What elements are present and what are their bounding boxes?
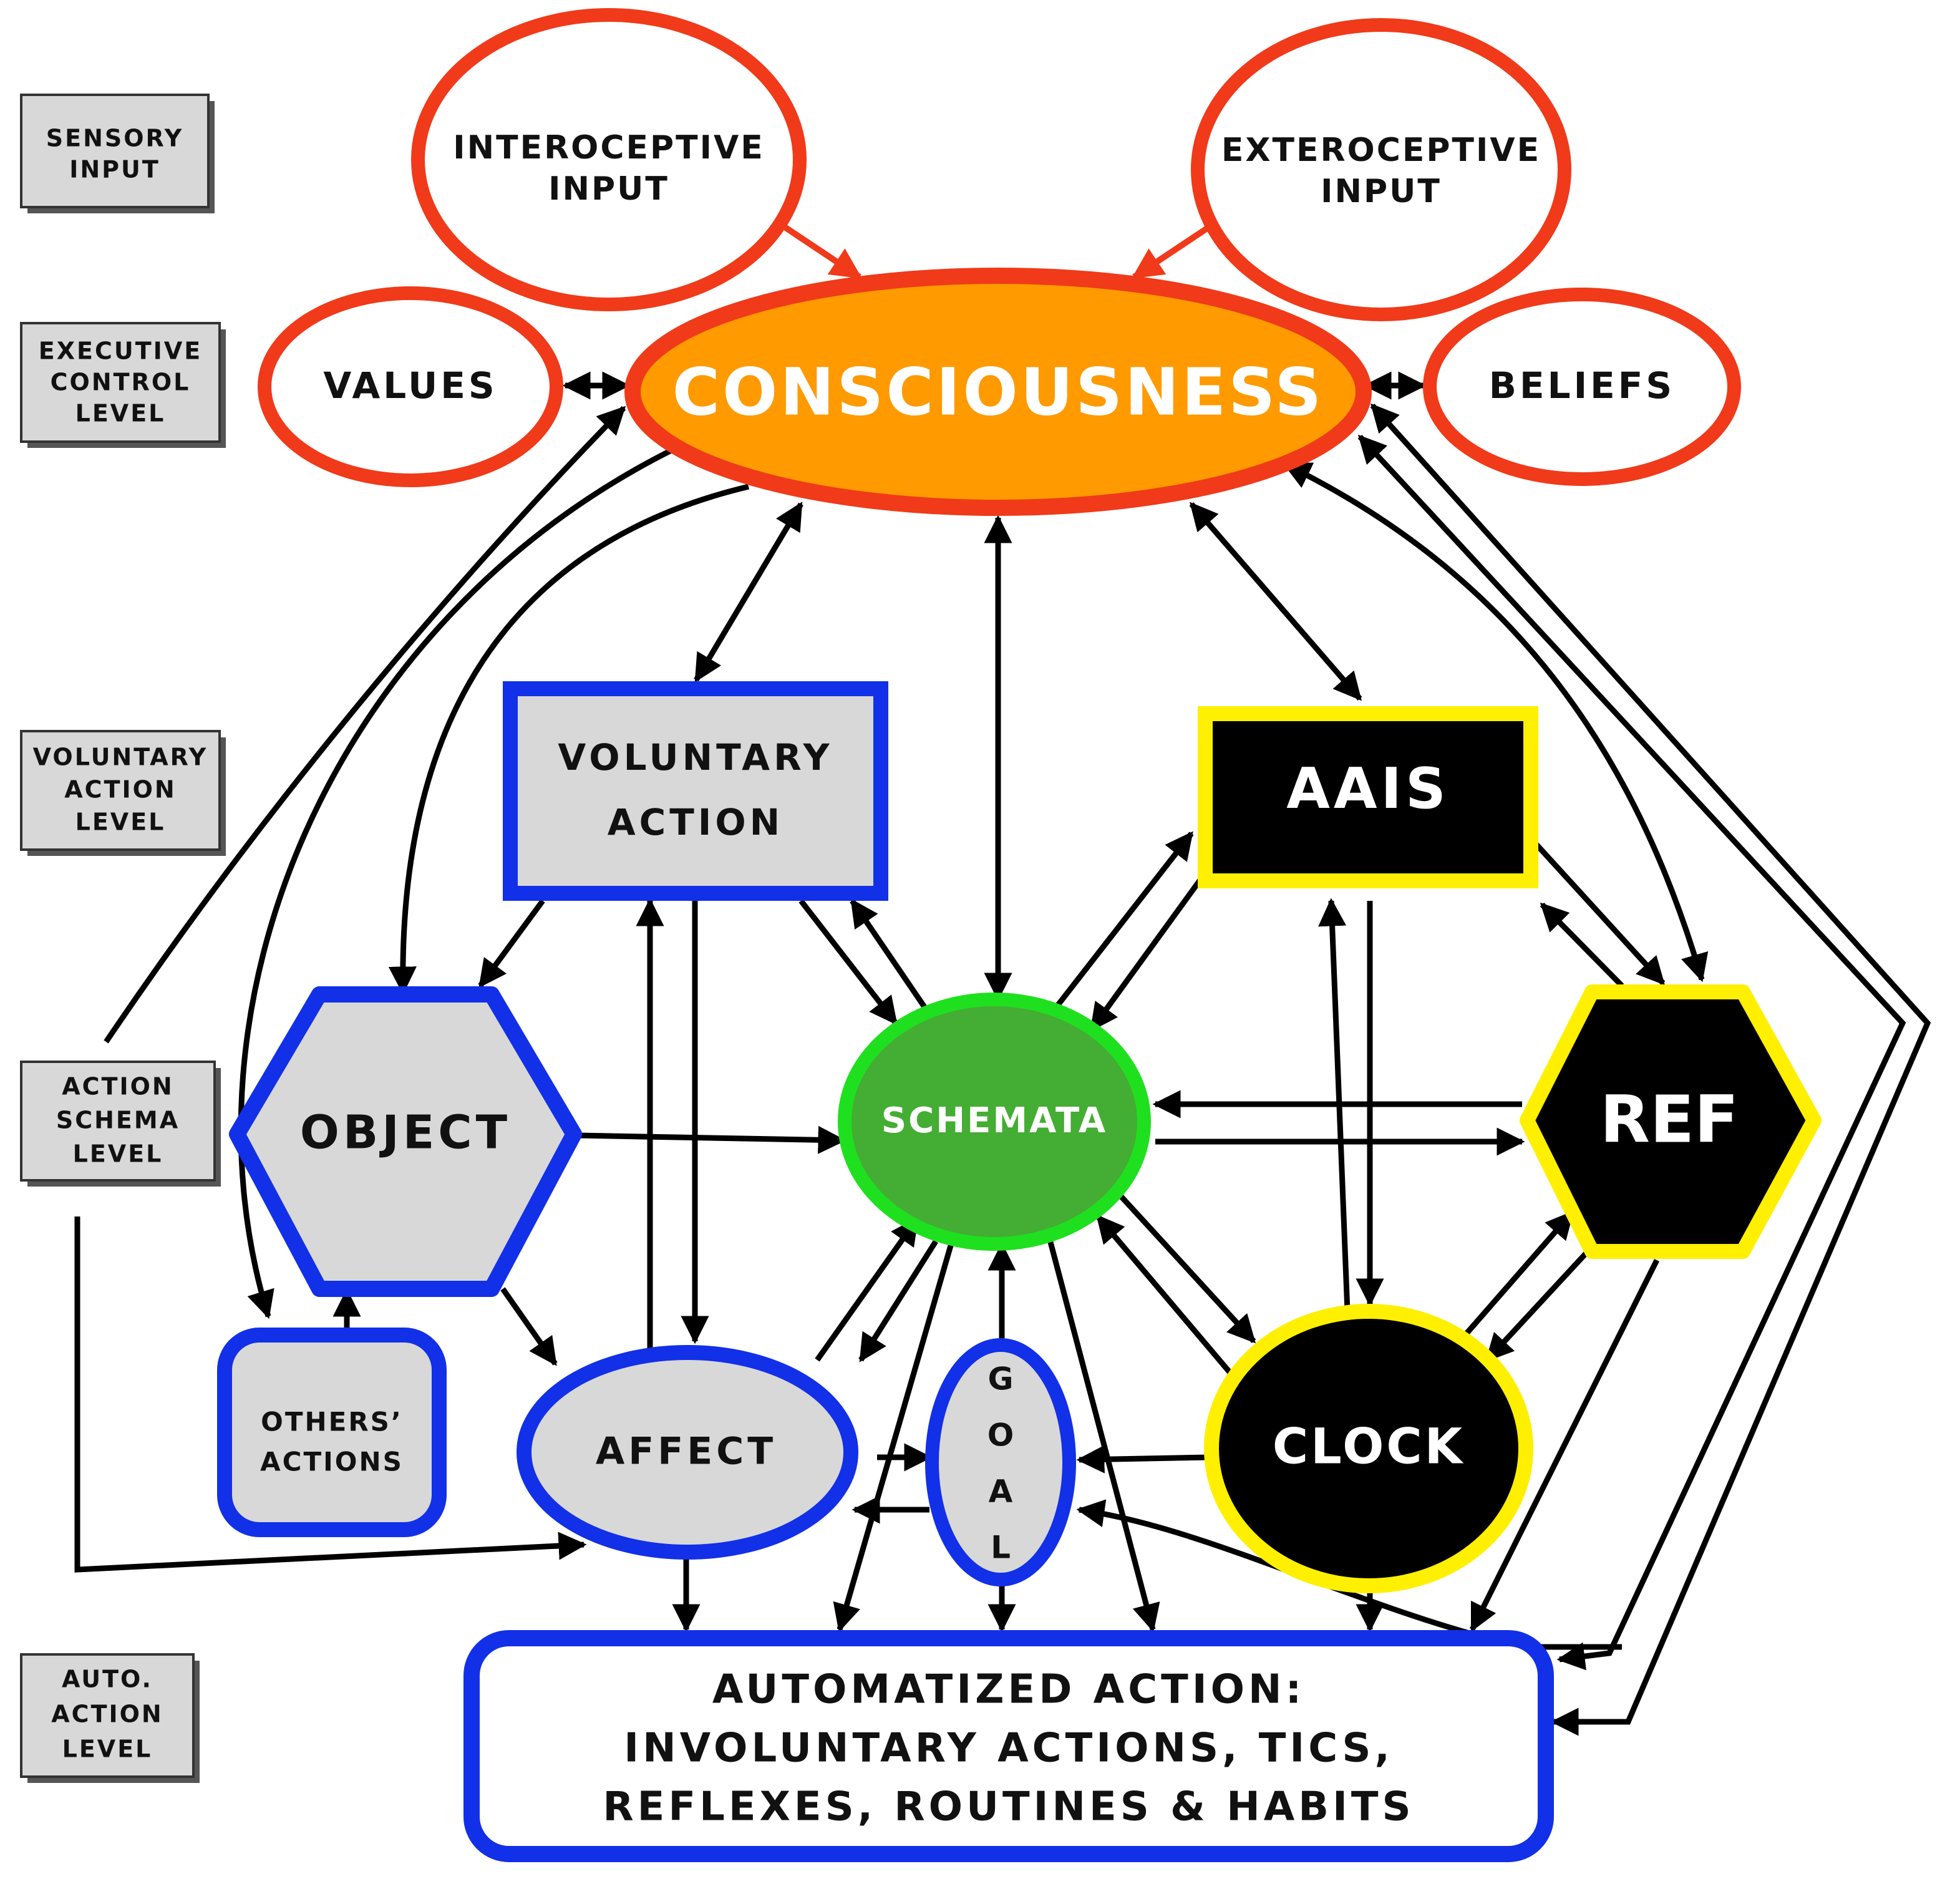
level-label-sensory-input: SENSORY INPUT [20, 94, 215, 213]
arrow-object-schemata [577, 1125, 847, 1154]
exteroceptive-input-node: EXTEROCEPTIVE INPUT [1191, 18, 1571, 321]
arrow-ref-automatized [1469, 1258, 1660, 1633]
object-node: OBJECT [229, 986, 582, 1297]
interoceptive-line1: INTEROCEPTIVE [453, 129, 764, 167]
arrow-consciousness-automatized-2 [1370, 403, 1931, 1736]
exteroceptive-line2: INPUT [1321, 173, 1442, 210]
values-label: VALUES [323, 364, 497, 407]
arrow-aais-ref [1530, 837, 1666, 986]
level-label-auto-action: AUTO. ACTION LEVEL [20, 1653, 200, 1783]
level-voluntary-line3: LEVEL [75, 808, 166, 836]
ref-node: REF [1520, 984, 1822, 1259]
level-label-action-schema: ACTION SCHEMA LEVEL [20, 1061, 221, 1187]
level-auto-line2: ACTION [51, 1701, 163, 1728]
clock-label: CLOCK [1273, 1419, 1465, 1475]
arrow-aais-schemata [1089, 859, 1216, 1032]
consciousness-label: CONSCIOUSNESS [672, 354, 1324, 430]
schemata-label: SCHEMATA [881, 1100, 1107, 1141]
arrow-schema-level-affect [74, 1216, 587, 1573]
arrow-consciousness-automatized [1357, 434, 1906, 1671]
clock-node: CLOCK [1204, 1304, 1533, 1593]
arrow-schemata-automatized-left [833, 1231, 958, 1633]
object-label: OBJECT [300, 1106, 511, 1160]
values-node: VALUES [258, 286, 563, 487]
arrow-consciousness-object [388, 483, 750, 995]
level-executive-line1: EXECUTIVE [39, 337, 202, 365]
others-actions-line1: OTHERS’ [261, 1407, 403, 1437]
affect-label: AFFECT [596, 1430, 777, 1474]
aais-node: AAIS [1198, 706, 1538, 888]
automatized-line3: REFLEXES, ROUTINES & HABITS [603, 1784, 1414, 1830]
level-sensory-line2: INPUT [69, 156, 160, 183]
goal-letter-o: O [987, 1417, 1014, 1454]
level-auto-line1: AUTO. [62, 1666, 153, 1693]
arrow-schema-level-consciousness [104, 405, 626, 1044]
level-schema-line2: SCHEMA [56, 1107, 180, 1134]
beliefs-node: BELIEFS [1423, 288, 1741, 486]
automatized-line2: INVOLUNTARY ACTIONS, TICS, [624, 1726, 1394, 1772]
arrow-affect-schemata [815, 1216, 919, 1362]
connectors [74, 224, 1931, 1736]
ref-label: REF [1600, 1081, 1739, 1157]
level-auto-line3: LEVEL [62, 1736, 153, 1763]
arrow-ref-clock [1485, 1239, 1599, 1362]
goal-node: G O A L [925, 1338, 1076, 1586]
level-schema-line1: ACTION [62, 1073, 173, 1100]
automatized-line1: AUTOMATIZED ACTION: [712, 1667, 1305, 1713]
arrow-clock-goal [1076, 1445, 1211, 1474]
level-voluntary-line2: ACTION [64, 776, 176, 804]
arrow-schemata-affect [858, 1240, 938, 1362]
automatized-action-node: AUTOMATIZED ACTION: INVOLUNTARY ACTIONS,… [463, 1630, 1554, 1862]
goal-letter-g: G [987, 1361, 1013, 1397]
affect-node: AFFECT [517, 1345, 858, 1560]
beliefs-label: BELIEFS [1489, 364, 1675, 407]
voluntary-action-line2: ACTION [608, 801, 784, 843]
interoceptive-line2: INPUT [548, 170, 669, 208]
level-label-voluntary-action: VOLUNTARY ACTION LEVEL [20, 730, 226, 856]
interoceptive-input-node: INTEROCEPTIVE INPUT [411, 8, 807, 311]
level-sensory-line1: SENSORY [46, 125, 184, 152]
others-actions-line2: ACTIONS [260, 1447, 404, 1477]
exteroceptive-line1: EXTEROCEPTIVE [1221, 132, 1541, 169]
arrow-ref-aais [1540, 902, 1624, 988]
level-voluntary-line1: VOLUNTARY [33, 744, 208, 771]
arrow-clock-schemata [1095, 1214, 1238, 1381]
arrow-consciousness-aais [1189, 502, 1362, 701]
schemata-node: SCHEMATA [838, 993, 1151, 1251]
arrow-consciousness-others [238, 446, 676, 1319]
goal-letter-l: L [991, 1530, 1011, 1566]
arrow-schemata-automatized-right [1045, 1231, 1160, 1633]
goal-letter-a: A [989, 1474, 1013, 1510]
arrow-schemata-voluntary [850, 898, 929, 1012]
arrow-schemata-aais [1053, 831, 1194, 1010]
level-executive-line3: LEVEL [75, 400, 166, 427]
arrow-schemata-clock [1114, 1189, 1256, 1344]
arrow-clock-ref [1457, 1210, 1574, 1343]
arrow-exteroceptive-consciousness [1131, 224, 1211, 280]
arrow-consciousness-voluntary [694, 502, 803, 682]
level-schema-line3: LEVEL [73, 1140, 163, 1168]
arrow-interoceptive-consciousness [783, 224, 863, 280]
aais-label: AAIS [1286, 756, 1450, 822]
others-actions-node: OTHERS’ ACTIONS [217, 1328, 447, 1537]
arrow-voluntary-object [478, 899, 545, 988]
consciousness-node: CONSCIOUSNESS [624, 268, 1372, 516]
voluntary-action-node: VOLUNTARY ACTION [503, 681, 888, 901]
level-label-executive-control: EXECUTIVE CONTROL LEVEL [20, 322, 226, 448]
level-executive-line2: CONTROL [51, 369, 191, 396]
arrow-voluntary-schemata [798, 899, 898, 1026]
voluntary-action-line1: VOLUNTARY [558, 736, 833, 779]
arrow-object-affect [500, 1287, 558, 1366]
